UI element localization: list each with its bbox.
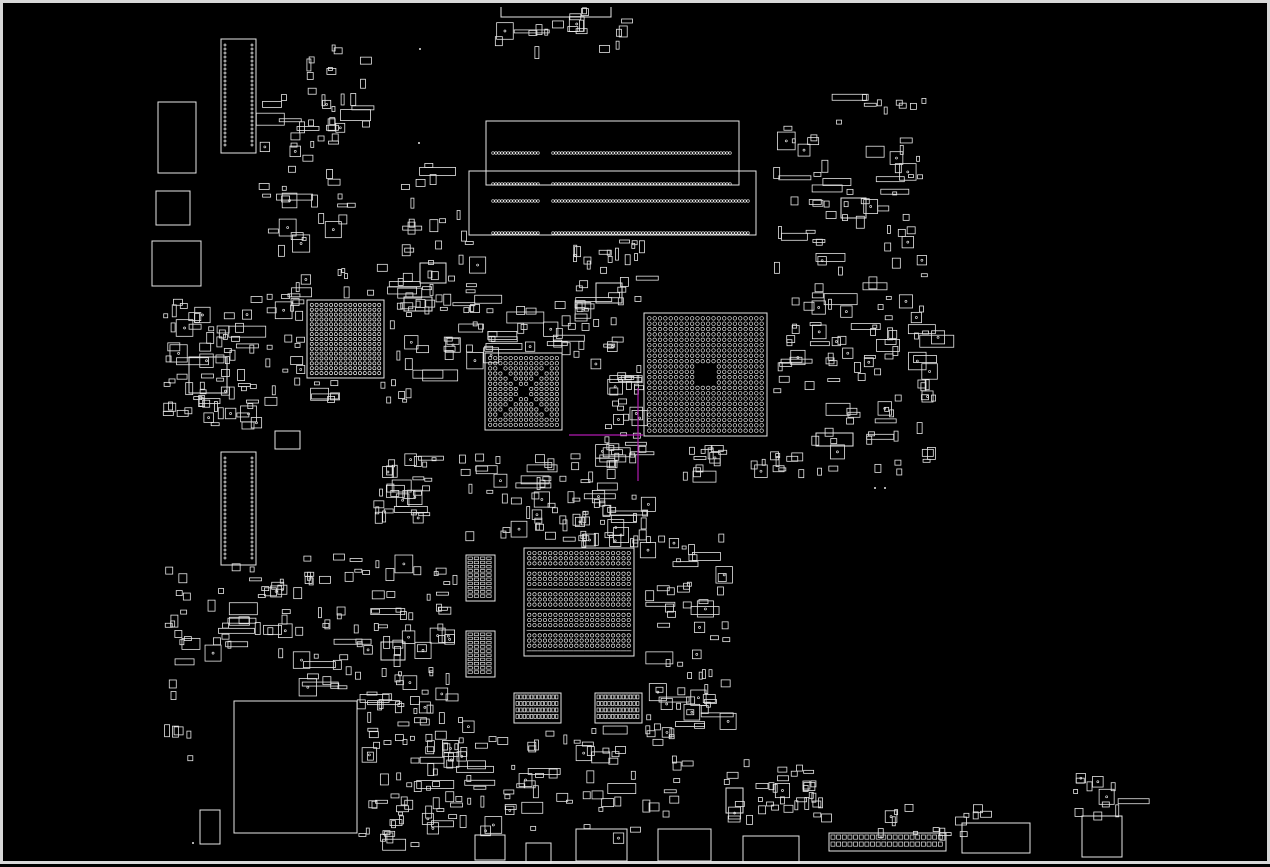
gpu-bga-lower (523, 547, 635, 657)
chipset-bga-center (484, 352, 563, 431)
board-layout-drawing[interactable] (3, 3, 1270, 867)
shield-lower-left (233, 700, 358, 834)
crosshair-cursor-icon (569, 388, 643, 481)
dimm-slot-bottom (468, 170, 757, 236)
bga-upper-left (306, 299, 385, 379)
static-outlines (151, 7, 1123, 864)
connector-left-lower (220, 451, 257, 566)
cpu-bga-right (643, 312, 768, 437)
connector-left-upper (220, 38, 257, 154)
